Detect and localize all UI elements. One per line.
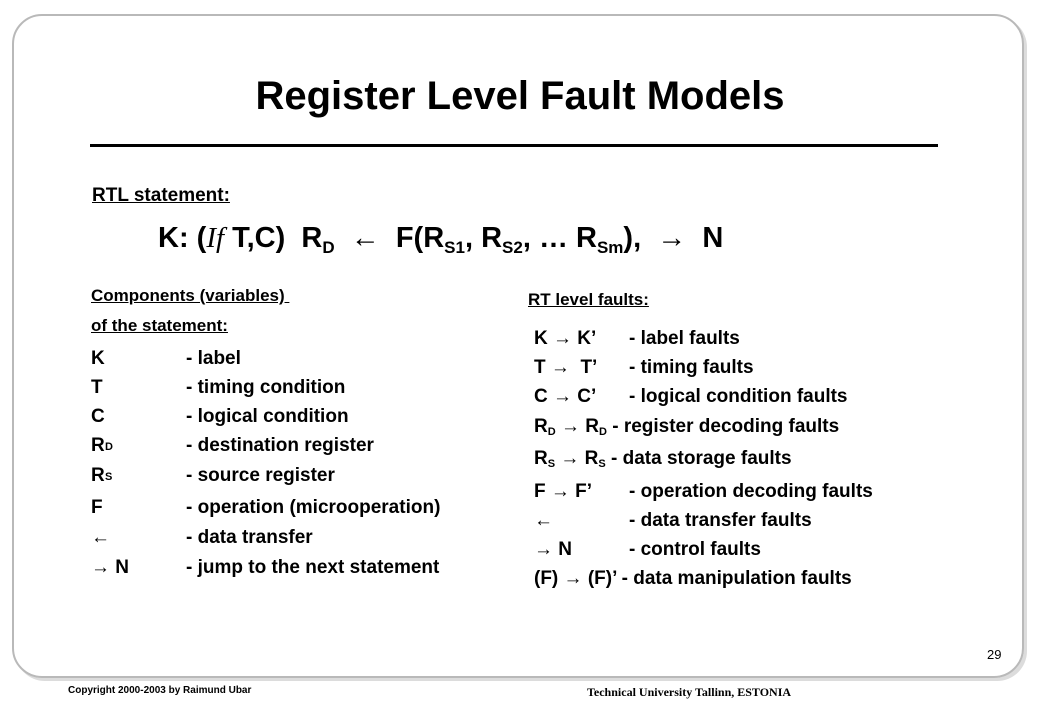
stmt-rd-sub: D [322,238,335,257]
stmt-c2: , … R [522,222,597,254]
fault-to: (F)’ [582,568,617,589]
arrow-icon: → [534,539,553,560]
fault-from-subscript: S [547,458,556,470]
stmt-if: If [206,222,225,254]
fault-to: N [553,539,572,560]
components-heading-line1: Components (variables) [91,286,290,305]
fault-mapping: RS → RS - data storage faults [534,448,792,470]
fault-from: (F) [534,568,564,589]
component-symbol: R [91,465,105,486]
component-description: - timing condition [186,377,346,398]
arrow-icon: → [555,416,586,437]
component-description: - label [186,348,241,369]
fault-from: T [534,357,551,378]
fault-to: R [585,416,599,437]
fault-from: R [534,416,548,437]
fault-mapping: → N [534,539,572,561]
title-divider [90,144,938,147]
stmt-n: N [686,222,724,254]
fault-from: R [534,448,548,469]
fault-description: - register decoding faults [606,416,840,437]
rt-faults-heading: RT level faults: [528,290,649,309]
arrow-icon: → [553,386,572,407]
arrow-icon: → [553,328,572,349]
component-symbol: T [91,377,103,398]
arrow-icon: → [550,481,570,502]
slide-title: Register Level Fault Models [255,74,785,118]
stmt-arrow-right: → [657,222,687,254]
fault-description: - data manipulation faults [616,568,852,589]
copyright-text: Copyright 2000-2003 by Raimund Ubar [68,685,252,696]
fault-mapping: T → T’ [534,357,597,379]
fault-to-subscript: S [598,458,606,470]
arrow-icon: → [555,448,585,469]
fault-mapping: RD → RD - register decoding faults [534,416,839,438]
component-symbol: ← [91,527,110,548]
slide-frame [12,14,1024,678]
fault-from: C [534,386,553,407]
component-symbol: F [91,497,103,518]
fault-from: F [534,481,551,502]
stmt-s1: S1 [444,238,465,257]
component-description: - source register [186,465,335,486]
fault-from-subscript: D [547,426,556,438]
arrow-icon: ← [534,510,553,531]
fault-description: - data storage faults [605,448,792,469]
components-heading-line2: of the statement: [91,316,228,335]
component-symbol: → N [91,557,129,578]
fault-from: K [534,328,553,349]
fault-description: - label faults [629,328,740,349]
stmt-c3: ), [623,222,658,254]
fault-mapping: (F) → (F)’ - data manipulation faults [534,568,852,590]
component-symbol: C [91,406,105,427]
stmt-tc: T,C) R [224,222,323,254]
stmt-label: K: ( [158,222,207,254]
fault-to: C’ [572,386,597,407]
fault-description: - logical condition faults [629,386,848,407]
fault-to: K’ [572,328,597,349]
stmt-s2: S2 [502,238,523,257]
fault-mapping: K → K’ [534,328,596,350]
component-description: - operation (microoperation) [186,497,441,518]
fault-mapping: F → F’ [534,481,592,503]
fault-description: - control faults [629,539,761,560]
rtl-statement-label: RTL statement: [92,185,230,206]
fault-to: T’ [569,357,598,378]
fault-to-subscript: D [598,426,607,438]
component-description: - data transfer [186,527,313,548]
arrow-icon: → [563,568,583,589]
arrow-icon: → [550,357,570,378]
fault-description: - operation decoding faults [629,481,873,502]
fault-mapping: ← [534,510,553,532]
fault-description: - timing faults [629,357,754,378]
component-description: - jump to the next statement [186,557,440,578]
university-text: Technical University Tallinn, ESTONIA [587,685,792,699]
stmt-sm: Sm [596,238,624,257]
fault-description: - data transfer faults [629,510,812,531]
component-description: - logical condition [186,406,349,427]
fault-mapping: C → C’ [534,386,596,408]
stmt-f: F(R [395,222,445,254]
component-symbol: R [91,435,105,456]
fault-to: R [584,448,599,469]
rtl-statement: K: (If T,C) RD ← F(RS1, RS2, … RSm), → N [158,222,724,257]
component-description: - destination register [186,435,374,456]
fault-to: F’ [569,481,593,502]
stmt-arrow-left: ← [334,222,396,254]
page-number: 29 [987,647,1002,662]
component-symbol: K [91,348,105,369]
stmt-c1: , R [464,222,503,254]
